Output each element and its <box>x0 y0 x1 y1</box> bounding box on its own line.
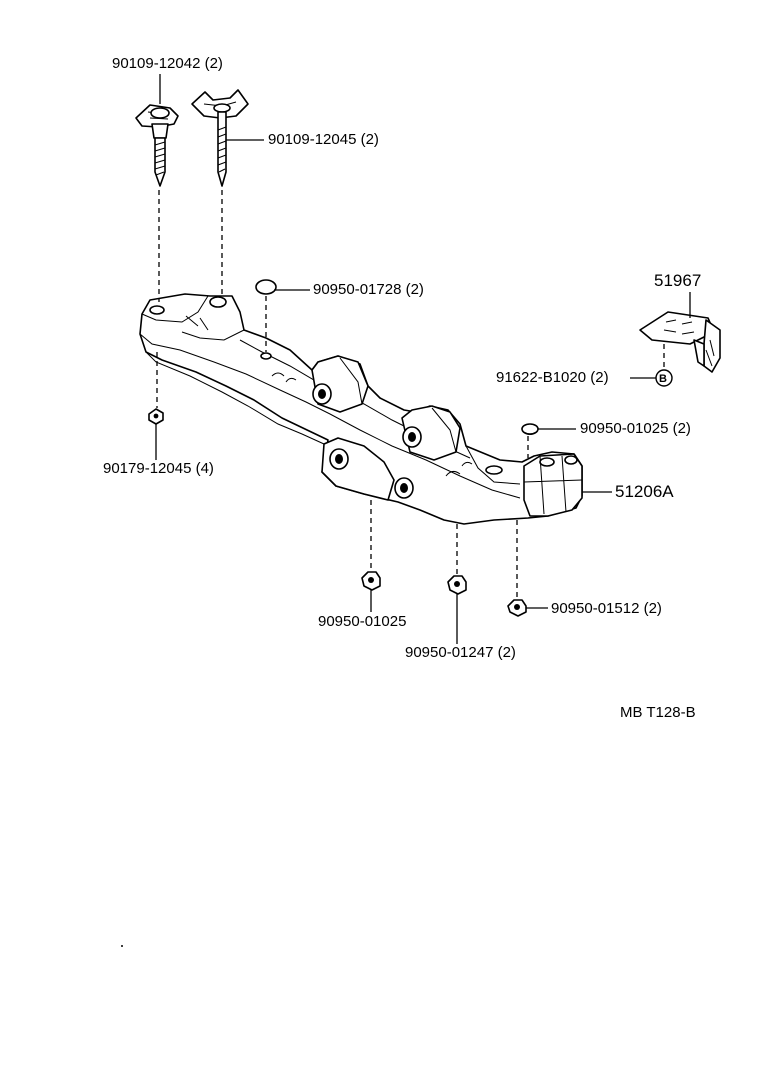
assembly-lines <box>156 190 665 598</box>
callout-grommet-01512: 90950-01512 (2) <box>551 600 662 617</box>
nut-12045-drawing <box>148 408 164 425</box>
callout-member-51206a: 51206A <box>615 482 674 501</box>
plug-01728-drawing <box>255 279 277 295</box>
callout-bracket-51967: 51967 <box>654 271 702 290</box>
callout-bolt-12042: 90109-12042 (2) <box>112 55 223 72</box>
callout-grommet-01247: 90950-01247 (2) <box>405 644 516 661</box>
callout-bolt-12045: 90109-12045 (2) <box>268 131 379 148</box>
grommet-01247-drawing <box>447 575 467 595</box>
figure-code: MB T128-B <box>620 704 696 721</box>
callout-nut-12045: 90179-12045 (4) <box>103 460 214 477</box>
callout-grommet-01025: 90950-01025 <box>318 613 407 630</box>
clip-marker-letter: B <box>659 373 667 385</box>
bolt-12042-drawing <box>135 104 179 187</box>
bracket-51967-drawing <box>639 311 721 373</box>
callout-clip-b1020: 91622-B1020 (2) <box>496 369 609 386</box>
grommet-01025-drawing <box>361 571 381 591</box>
callout-plug-01728: 90950-01728 (2) <box>313 281 424 298</box>
leader-lines <box>155 74 691 644</box>
plug-01025-drawing <box>521 423 539 435</box>
grommet-01512-drawing <box>507 599 527 617</box>
member-51206a-drawing <box>139 293 583 525</box>
callout-plug-01025: 90950-01025 (2) <box>580 420 691 437</box>
bolt-12045-drawing <box>191 89 249 187</box>
